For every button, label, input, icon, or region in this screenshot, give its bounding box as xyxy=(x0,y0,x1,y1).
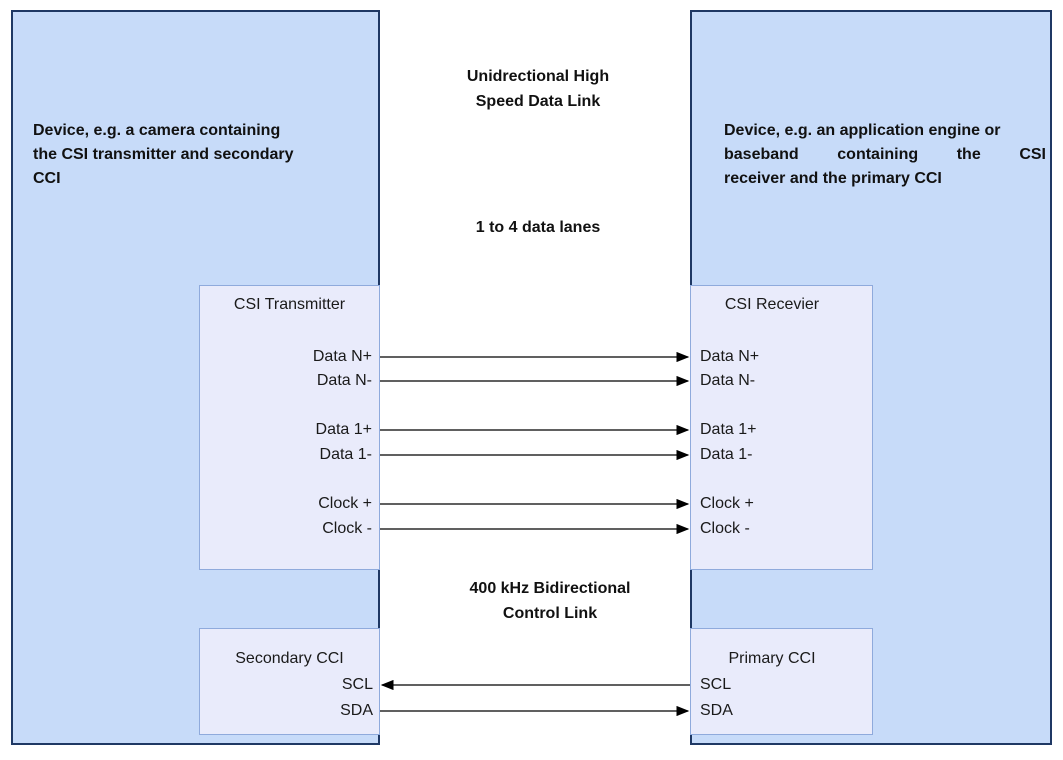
left-device-line-2: the CSI transmitter and secondary xyxy=(33,146,294,163)
secondary-cci-title: Secondary CCI xyxy=(235,650,344,667)
csi-receiver-title: CSI Recevier xyxy=(724,296,820,313)
data-link-label: Unidrectional High Speed Data Link xyxy=(466,68,610,110)
control-link-label: 400 kHz Bidirectional Control Link xyxy=(469,580,631,622)
right-device-line-3: receiver and the primary CCI xyxy=(724,170,942,187)
right-device-description: Device, e.g. an application engine or ba… xyxy=(724,119,1046,191)
tx-signal-clock-minus: Clock - xyxy=(322,520,372,537)
tx-signal-data-n-plus: Data N+ xyxy=(312,348,372,365)
csi-transmitter-title: CSI Transmitter xyxy=(233,296,346,313)
secondary-cci-scl: SCL xyxy=(341,676,373,693)
tx-signal-data-1-plus: Data 1+ xyxy=(315,421,372,438)
csi-transmitter-box xyxy=(199,285,380,570)
rx-signal-data-n-plus: Data N+ xyxy=(700,348,760,365)
tx-signal-clock-plus: Clock + xyxy=(318,495,372,512)
left-device-line-1: Device, e.g. a camera containing xyxy=(33,122,281,139)
rx-signal-data-1-minus: Data 1- xyxy=(700,446,753,463)
rx-signal-data-n-minus: Data N- xyxy=(700,372,756,389)
primary-cci-box xyxy=(690,628,873,735)
right-device-line-2: baseband containing the CSI xyxy=(724,146,1046,163)
tx-signal-data-n-minus: Data N- xyxy=(316,372,372,389)
data-lanes-label: 1 to 4 data lanes xyxy=(475,219,601,236)
rx-signal-clock-plus: Clock + xyxy=(700,495,754,512)
left-device-description: Device, e.g. a camera containing the CSI… xyxy=(33,119,349,191)
right-device-line-1: Device, e.g. an application engine or xyxy=(724,122,1001,139)
left-device-line-3: CCI xyxy=(33,170,61,187)
primary-cci-title: Primary CCI xyxy=(728,650,816,667)
tx-signal-data-1-minus: Data 1- xyxy=(319,446,372,463)
primary-cci-sda: SDA xyxy=(700,702,733,719)
csi-receiver-box xyxy=(690,285,873,570)
secondary-cci-box xyxy=(199,628,380,735)
rx-signal-data-1-plus: Data 1+ xyxy=(700,421,757,438)
secondary-cci-sda: SDA xyxy=(340,702,373,719)
rx-signal-clock-minus: Clock - xyxy=(700,520,750,537)
primary-cci-scl: SCL xyxy=(700,676,732,693)
